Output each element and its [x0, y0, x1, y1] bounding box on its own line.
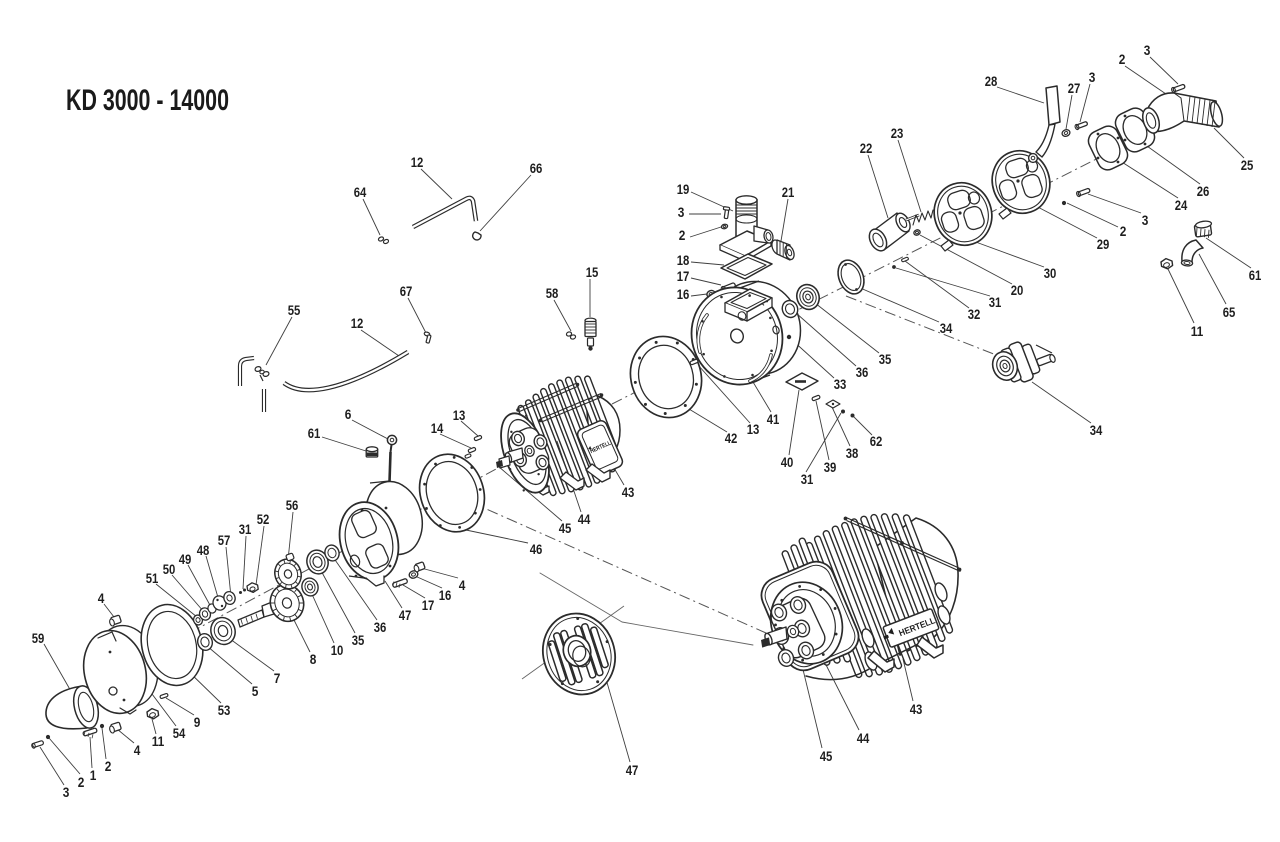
svg-text:2: 2	[78, 775, 85, 791]
svg-text:32: 32	[968, 307, 981, 323]
svg-text:64: 64	[354, 185, 367, 201]
svg-text:18: 18	[677, 253, 690, 269]
svg-text:48: 48	[197, 543, 210, 559]
svg-text:51: 51	[146, 571, 159, 587]
svg-text:3: 3	[1089, 70, 1096, 86]
svg-text:23: 23	[891, 126, 904, 142]
svg-text:59: 59	[32, 631, 45, 647]
svg-text:2: 2	[1120, 224, 1127, 240]
svg-text:13: 13	[453, 408, 466, 424]
svg-text:20: 20	[1011, 283, 1024, 299]
svg-text:10: 10	[331, 643, 344, 659]
svg-text:KD 3000 - 14000: KD 3000 - 14000	[66, 84, 229, 117]
svg-text:4: 4	[459, 578, 466, 594]
svg-text:43: 43	[910, 702, 923, 718]
svg-text:25: 25	[1241, 158, 1254, 174]
svg-text:47: 47	[626, 763, 639, 779]
svg-text:27: 27	[1068, 81, 1081, 97]
svg-text:19: 19	[677, 182, 690, 198]
svg-text:31: 31	[239, 522, 252, 538]
svg-text:11: 11	[1191, 324, 1204, 340]
svg-text:9: 9	[194, 715, 201, 731]
svg-text:3: 3	[678, 205, 685, 221]
svg-text:35: 35	[352, 633, 365, 649]
svg-text:45: 45	[559, 521, 572, 537]
svg-text:66: 66	[530, 161, 543, 177]
svg-text:29: 29	[1097, 237, 1110, 253]
svg-text:26: 26	[1197, 184, 1210, 200]
svg-text:30: 30	[1044, 266, 1057, 282]
svg-text:40: 40	[781, 455, 794, 471]
svg-text:31: 31	[801, 472, 814, 488]
svg-text:12: 12	[351, 316, 364, 332]
svg-text:57: 57	[218, 533, 231, 549]
svg-text:1: 1	[90, 768, 97, 784]
svg-text:14: 14	[431, 421, 444, 437]
svg-text:43: 43	[622, 485, 635, 501]
svg-text:34: 34	[940, 321, 953, 337]
svg-text:33: 33	[834, 377, 847, 393]
svg-text:56: 56	[286, 498, 299, 514]
svg-text:2: 2	[679, 228, 686, 244]
svg-text:28: 28	[985, 74, 998, 90]
svg-text:4: 4	[134, 743, 141, 759]
svg-text:55: 55	[288, 303, 301, 319]
svg-text:61: 61	[1249, 268, 1262, 284]
svg-text:22: 22	[860, 141, 873, 157]
svg-text:31: 31	[989, 295, 1002, 311]
svg-text:4: 4	[98, 591, 105, 607]
svg-text:49: 49	[179, 552, 192, 568]
svg-text:44: 44	[578, 512, 591, 528]
svg-text:62: 62	[870, 434, 883, 450]
svg-text:12: 12	[411, 155, 424, 171]
svg-text:16: 16	[677, 287, 690, 303]
svg-text:21: 21	[782, 185, 795, 201]
svg-text:5: 5	[252, 684, 259, 700]
svg-text:42: 42	[725, 431, 738, 447]
svg-text:17: 17	[422, 598, 435, 614]
svg-text:17: 17	[677, 269, 690, 285]
svg-text:41: 41	[767, 412, 780, 428]
svg-text:46: 46	[530, 542, 543, 558]
svg-text:39: 39	[824, 460, 837, 476]
svg-text:3: 3	[1142, 213, 1149, 229]
svg-text:36: 36	[856, 365, 869, 381]
svg-text:53: 53	[218, 703, 231, 719]
svg-text:34: 34	[1090, 423, 1103, 439]
svg-text:6: 6	[345, 407, 352, 423]
svg-text:44: 44	[857, 731, 870, 747]
svg-text:58: 58	[546, 286, 559, 302]
svg-text:8: 8	[310, 652, 317, 668]
svg-text:2: 2	[1119, 52, 1126, 68]
svg-text:52: 52	[257, 512, 270, 528]
svg-text:3: 3	[63, 785, 70, 801]
svg-text:50: 50	[163, 562, 176, 578]
svg-text:36: 36	[374, 620, 387, 636]
svg-text:35: 35	[879, 352, 892, 368]
svg-text:67: 67	[400, 284, 413, 300]
svg-text:15: 15	[586, 265, 599, 281]
svg-text:45: 45	[820, 749, 833, 765]
svg-text:24: 24	[1175, 198, 1188, 214]
svg-text:11: 11	[152, 734, 165, 750]
svg-text:61: 61	[308, 426, 321, 442]
svg-text:16: 16	[439, 588, 452, 604]
svg-text:38: 38	[846, 446, 859, 462]
svg-text:2: 2	[105, 759, 112, 775]
svg-text:65: 65	[1223, 305, 1236, 321]
svg-text:7: 7	[274, 671, 281, 687]
svg-text:47: 47	[399, 608, 412, 624]
svg-text:54: 54	[173, 726, 186, 742]
svg-text:3: 3	[1144, 43, 1151, 59]
svg-text:13: 13	[747, 422, 760, 438]
